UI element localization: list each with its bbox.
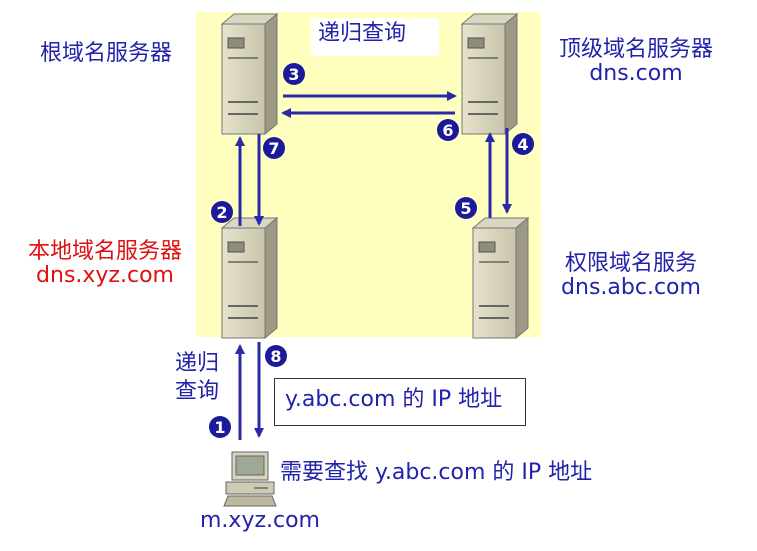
step-badge-3: 3 (283, 63, 305, 85)
host-computer-icon (223, 451, 277, 507)
local-server-icon (220, 216, 279, 340)
title-box (311, 18, 439, 56)
title-label: 递归查询 (318, 21, 407, 46)
root-server-label: 根域名服务器 (40, 41, 173, 66)
host-name-label: m.xyz.com (200, 508, 320, 533)
recursive-query-line-1: 递归 (175, 351, 220, 376)
local-server-domain: dns.xyz.com (36, 263, 174, 289)
svg-text:3: 3 (288, 65, 299, 84)
svg-text:8: 8 (270, 347, 281, 366)
host-request-label: 需要查找 y.abc.com 的 IP 地址 (280, 460, 593, 485)
auth-server-name: 权限域名服务 (564, 251, 697, 276)
recursive-query-line-2: 查询 (175, 378, 220, 404)
local-server-label: 本地域名服务器 dns.xyz.com (10, 239, 200, 289)
local-server-name: 本地域名服务器 (27, 239, 182, 264)
auth-server-domain: dns.abc.com (561, 275, 701, 301)
recursive-query-label: 递归 查询 (175, 350, 219, 405)
answer-box: y.abc.com 的 IP 地址 (274, 378, 526, 426)
step-badge-4: 4 (512, 133, 534, 155)
tld-server-name: 顶级域名服务器 (558, 37, 713, 62)
svg-text:4: 4 (517, 135, 528, 154)
step-badge-6: 6 (437, 119, 459, 141)
svg-text:6: 6 (442, 121, 453, 140)
tld-server-label: 顶级域名服务器 dns.com (545, 37, 727, 87)
step-badge-8: 8 (265, 345, 287, 367)
step-badge-2: 2 (211, 201, 233, 223)
step-badge-7: 7 (263, 137, 285, 159)
svg-text:1: 1 (214, 418, 225, 437)
step-badge-5: 5 (455, 197, 477, 219)
svg-text:2: 2 (216, 203, 227, 222)
auth-server-icon (471, 216, 530, 340)
step-badge-1: 1 (209, 416, 231, 438)
root-server-icon (220, 12, 279, 136)
tld-server-domain: dns.com (589, 61, 683, 87)
tld-server-icon (460, 12, 519, 136)
svg-text:5: 5 (460, 199, 471, 218)
svg-text:7: 7 (268, 139, 279, 158)
answer-text: y.abc.com 的 IP 地址 (285, 387, 503, 412)
auth-server-label: 权限域名服务 dns.abc.com (548, 251, 714, 301)
